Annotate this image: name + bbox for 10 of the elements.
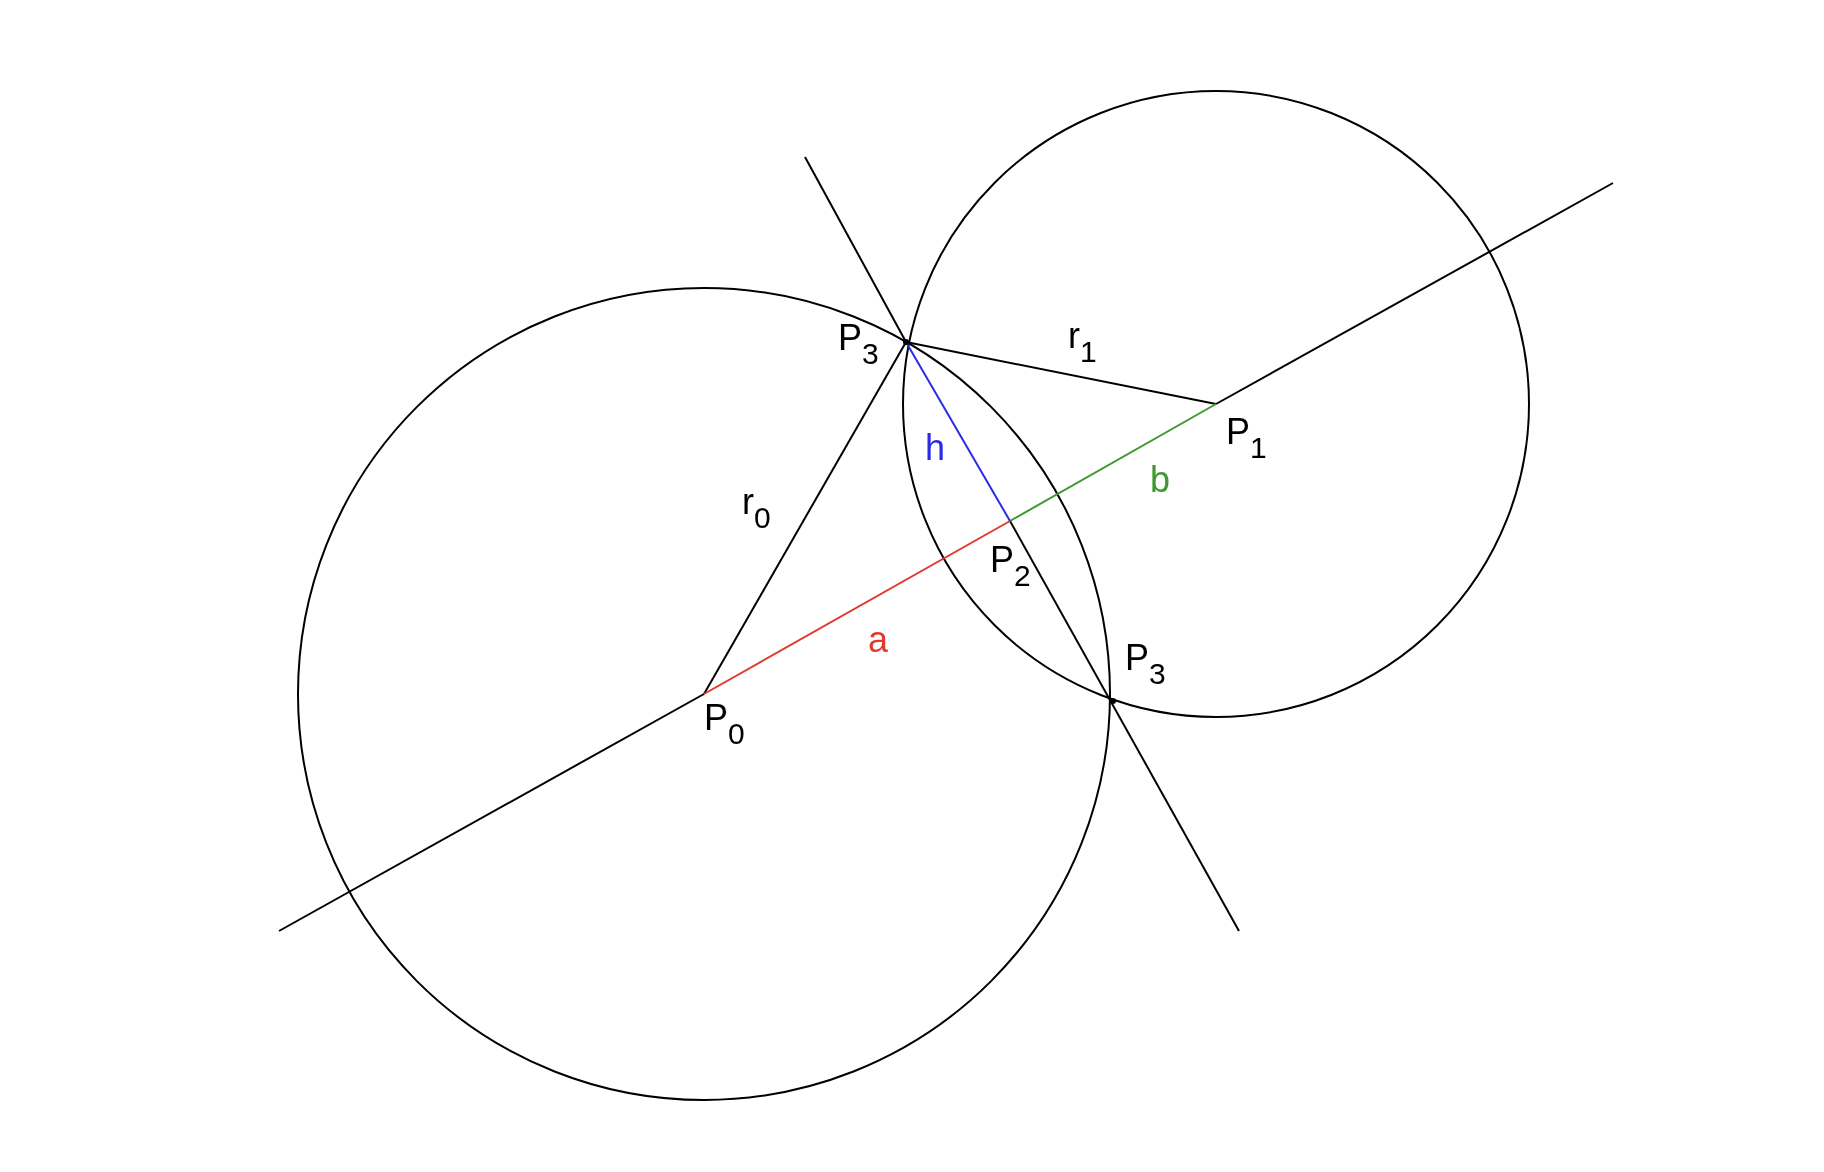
segment-label: r$_{0}$ <box>742 484 771 533</box>
point-label: P$_{3}$ <box>1125 640 1166 689</box>
segment-label: a <box>868 622 889 658</box>
point-label: P$_{1}$ <box>1226 414 1267 463</box>
segment-label: b <box>1150 462 1171 498</box>
point-label: P$_{0}$ <box>704 700 745 749</box>
point-label: P$_{3}$ <box>838 320 879 369</box>
segment-label: r$_{1}$ <box>1068 318 1097 367</box>
point-label: P$_{2}$ <box>990 542 1031 591</box>
segment-label: h <box>925 430 946 466</box>
